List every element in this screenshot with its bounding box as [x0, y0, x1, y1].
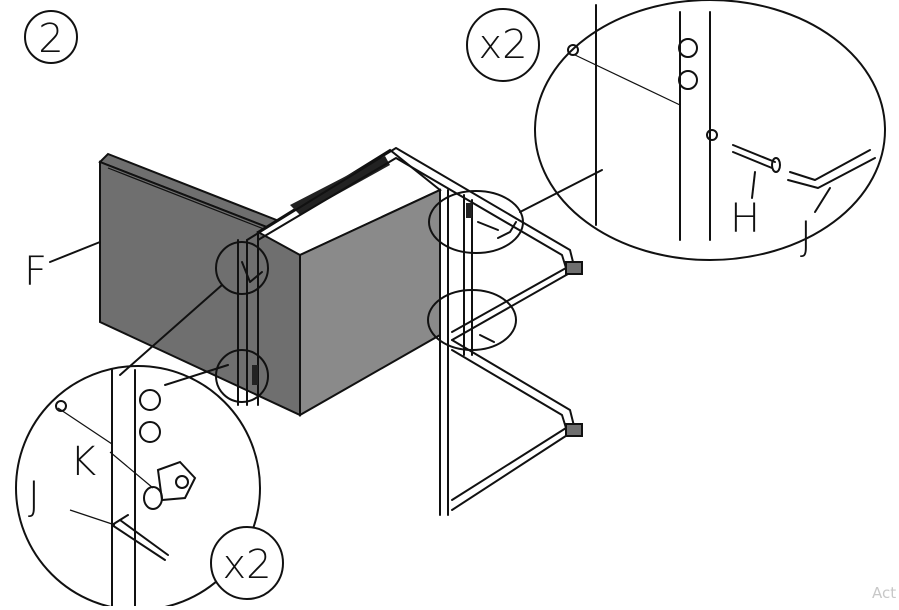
quantity-badge-bottom: x2: [210, 526, 284, 600]
metal-frame: [237, 147, 583, 516]
detail-marker-mid-right: [427, 289, 517, 351]
label-h-text: H: [730, 196, 760, 242]
callout-top-right: H J: [534, 0, 886, 261]
cabinet-body: [256, 148, 442, 417]
callout-bottom-left: K J: [15, 365, 261, 610]
step-badge: 2: [24, 10, 78, 64]
callout-leader-bottom-b: [164, 364, 229, 386]
label-j-bottom-text: J: [28, 474, 40, 520]
label-k-text: K: [70, 439, 96, 485]
label-f-text: F: [24, 249, 47, 295]
detail-marker-lower-left: [215, 349, 269, 403]
step-number: 2: [38, 16, 63, 62]
label-j-top-text: J: [800, 214, 812, 260]
callout-leader-bottom-a: [119, 284, 223, 376]
detail-marker-upper-left: [215, 241, 269, 295]
callout-leader-top: [519, 169, 603, 213]
quantity-badge-top: x2: [466, 8, 540, 82]
detail-marker-top-right: [428, 190, 524, 254]
side-panel-f: [98, 152, 309, 417]
watermark-text: Act: [872, 584, 896, 602]
label-f: F: [24, 241, 101, 295]
quantity-top-text: x2: [478, 22, 527, 68]
quantity-bottom-text: x2: [222, 542, 271, 588]
